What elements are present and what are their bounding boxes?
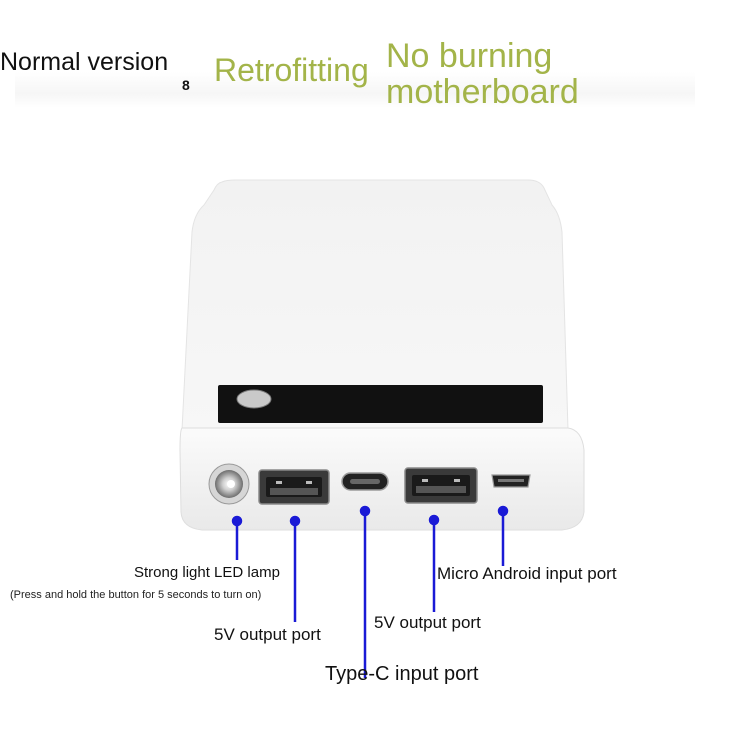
callout-leaders: [231, 505, 509, 678]
label-type-c-input: Type-C input port: [325, 663, 479, 685]
title-retrofitting: Retrofitting: [214, 52, 369, 88]
title-separator: 8: [182, 77, 190, 93]
leader-dot-led: [231, 515, 243, 527]
display-window: [218, 385, 543, 423]
label-micro-input: Micro Android input port: [437, 564, 617, 583]
title-normal-version: Normal version: [0, 48, 169, 76]
label-led-lamp: Strong light LED lamp: [134, 564, 280, 581]
title-no-burning-motherboard: No burning motherboard: [386, 37, 579, 111]
power-button-icon[interactable]: [236, 389, 272, 409]
leader-dot-usb-left: [289, 515, 301, 527]
leader-dot-micro: [497, 505, 509, 517]
power-bank-top-face: [181, 179, 569, 431]
leader-dot-usb-right: [428, 514, 440, 526]
usb-a-port-right-icon: [404, 467, 478, 504]
led-lamp-icon: [208, 463, 250, 505]
header-band: [15, 72, 695, 108]
label-led-lamp-note: (Press and hold the button for 5 seconds…: [10, 589, 262, 601]
leader-dot-type-c: [359, 505, 371, 517]
label-5v-output-left: 5V output port: [214, 625, 321, 644]
usb-a-port-left-icon: [258, 469, 330, 505]
micro-usb-port-icon: [491, 474, 531, 488]
label-5v-output-right: 5V output port: [374, 613, 481, 632]
usb-c-port-icon: [341, 472, 389, 491]
